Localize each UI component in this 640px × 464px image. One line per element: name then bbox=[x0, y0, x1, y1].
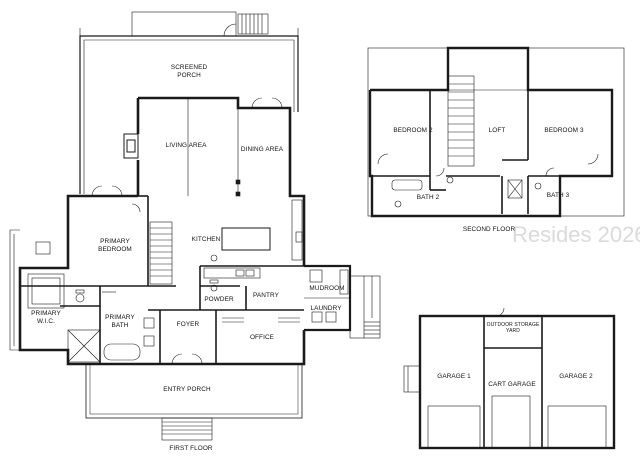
primary-wic-label: PRIMARY W.I.C. bbox=[31, 310, 61, 325]
first-floor-interior-walls bbox=[20, 195, 304, 364]
garage-1-label: GARAGE 1 bbox=[437, 373, 471, 380]
primary-bedroom-label: PRIMARY BEDROOM bbox=[98, 238, 132, 253]
foyer-label: FOYER bbox=[176, 321, 200, 328]
first-floor-stairs bbox=[149, 221, 173, 285]
kitchen-fixtures bbox=[203, 199, 303, 279]
garage-doors bbox=[403, 307, 607, 449]
mudroom-laundry-details bbox=[304, 269, 381, 339]
office-window-marks bbox=[222, 317, 300, 323]
entry-porch-label: ENTRY PORCH bbox=[163, 386, 211, 393]
office-label: OFFICE bbox=[249, 334, 275, 341]
garage-interior bbox=[483, 316, 543, 448]
french-doors bbox=[91, 97, 283, 365]
loft-label: LOFT bbox=[488, 127, 506, 134]
garage-2-label: GARAGE 2 bbox=[559, 373, 593, 380]
second-floor-interior bbox=[372, 90, 612, 214]
laundry-label: LAUNDRY bbox=[310, 305, 342, 312]
bath-2-label: BATH 2 bbox=[416, 194, 440, 201]
screened-porch-label: SCREENED PORCH bbox=[170, 64, 208, 79]
first-floor-label: FIRST FLOOR bbox=[169, 445, 213, 452]
bath-3-label: BATH 3 bbox=[546, 192, 570, 199]
porch-rear-steps bbox=[131, 11, 269, 37]
outdoor-storage-label: OUTDOOR STORAGE YARD bbox=[486, 322, 540, 334]
screened-porch-outline bbox=[79, 28, 299, 194]
front-steps bbox=[161, 417, 213, 441]
dining-area-label: DINING AREA bbox=[240, 146, 284, 153]
mudroom-label: MUDROOM bbox=[309, 285, 345, 292]
cart-garage-label: CART GARAGE bbox=[488, 381, 536, 388]
second-floor-label: SECOND FLOOR bbox=[462, 226, 516, 233]
primary-bath-label: PRIMARY BATH bbox=[105, 314, 135, 329]
second-floor-fixtures bbox=[377, 75, 599, 208]
powder-fixtures bbox=[209, 279, 219, 292]
kitchen-label: KITCHEN bbox=[191, 236, 221, 243]
side-yard-outline bbox=[9, 229, 51, 351]
watermark: Resides 2026 bbox=[512, 222, 640, 247]
living-area-label: LIVING AREA bbox=[165, 142, 207, 149]
living-dining-partitions bbox=[187, 98, 241, 197]
first-floor-exterior-walls bbox=[18, 96, 306, 366]
fireplace bbox=[123, 133, 139, 159]
bedroom-2-label: BEDROOM 2 bbox=[393, 127, 433, 134]
powder-label: POWDER bbox=[204, 296, 234, 303]
primary-bath-fixtures bbox=[27, 273, 155, 363]
bedroom-3-label: BEDROOM 3 bbox=[544, 127, 584, 134]
pantry-label: PANTRY bbox=[253, 292, 279, 299]
